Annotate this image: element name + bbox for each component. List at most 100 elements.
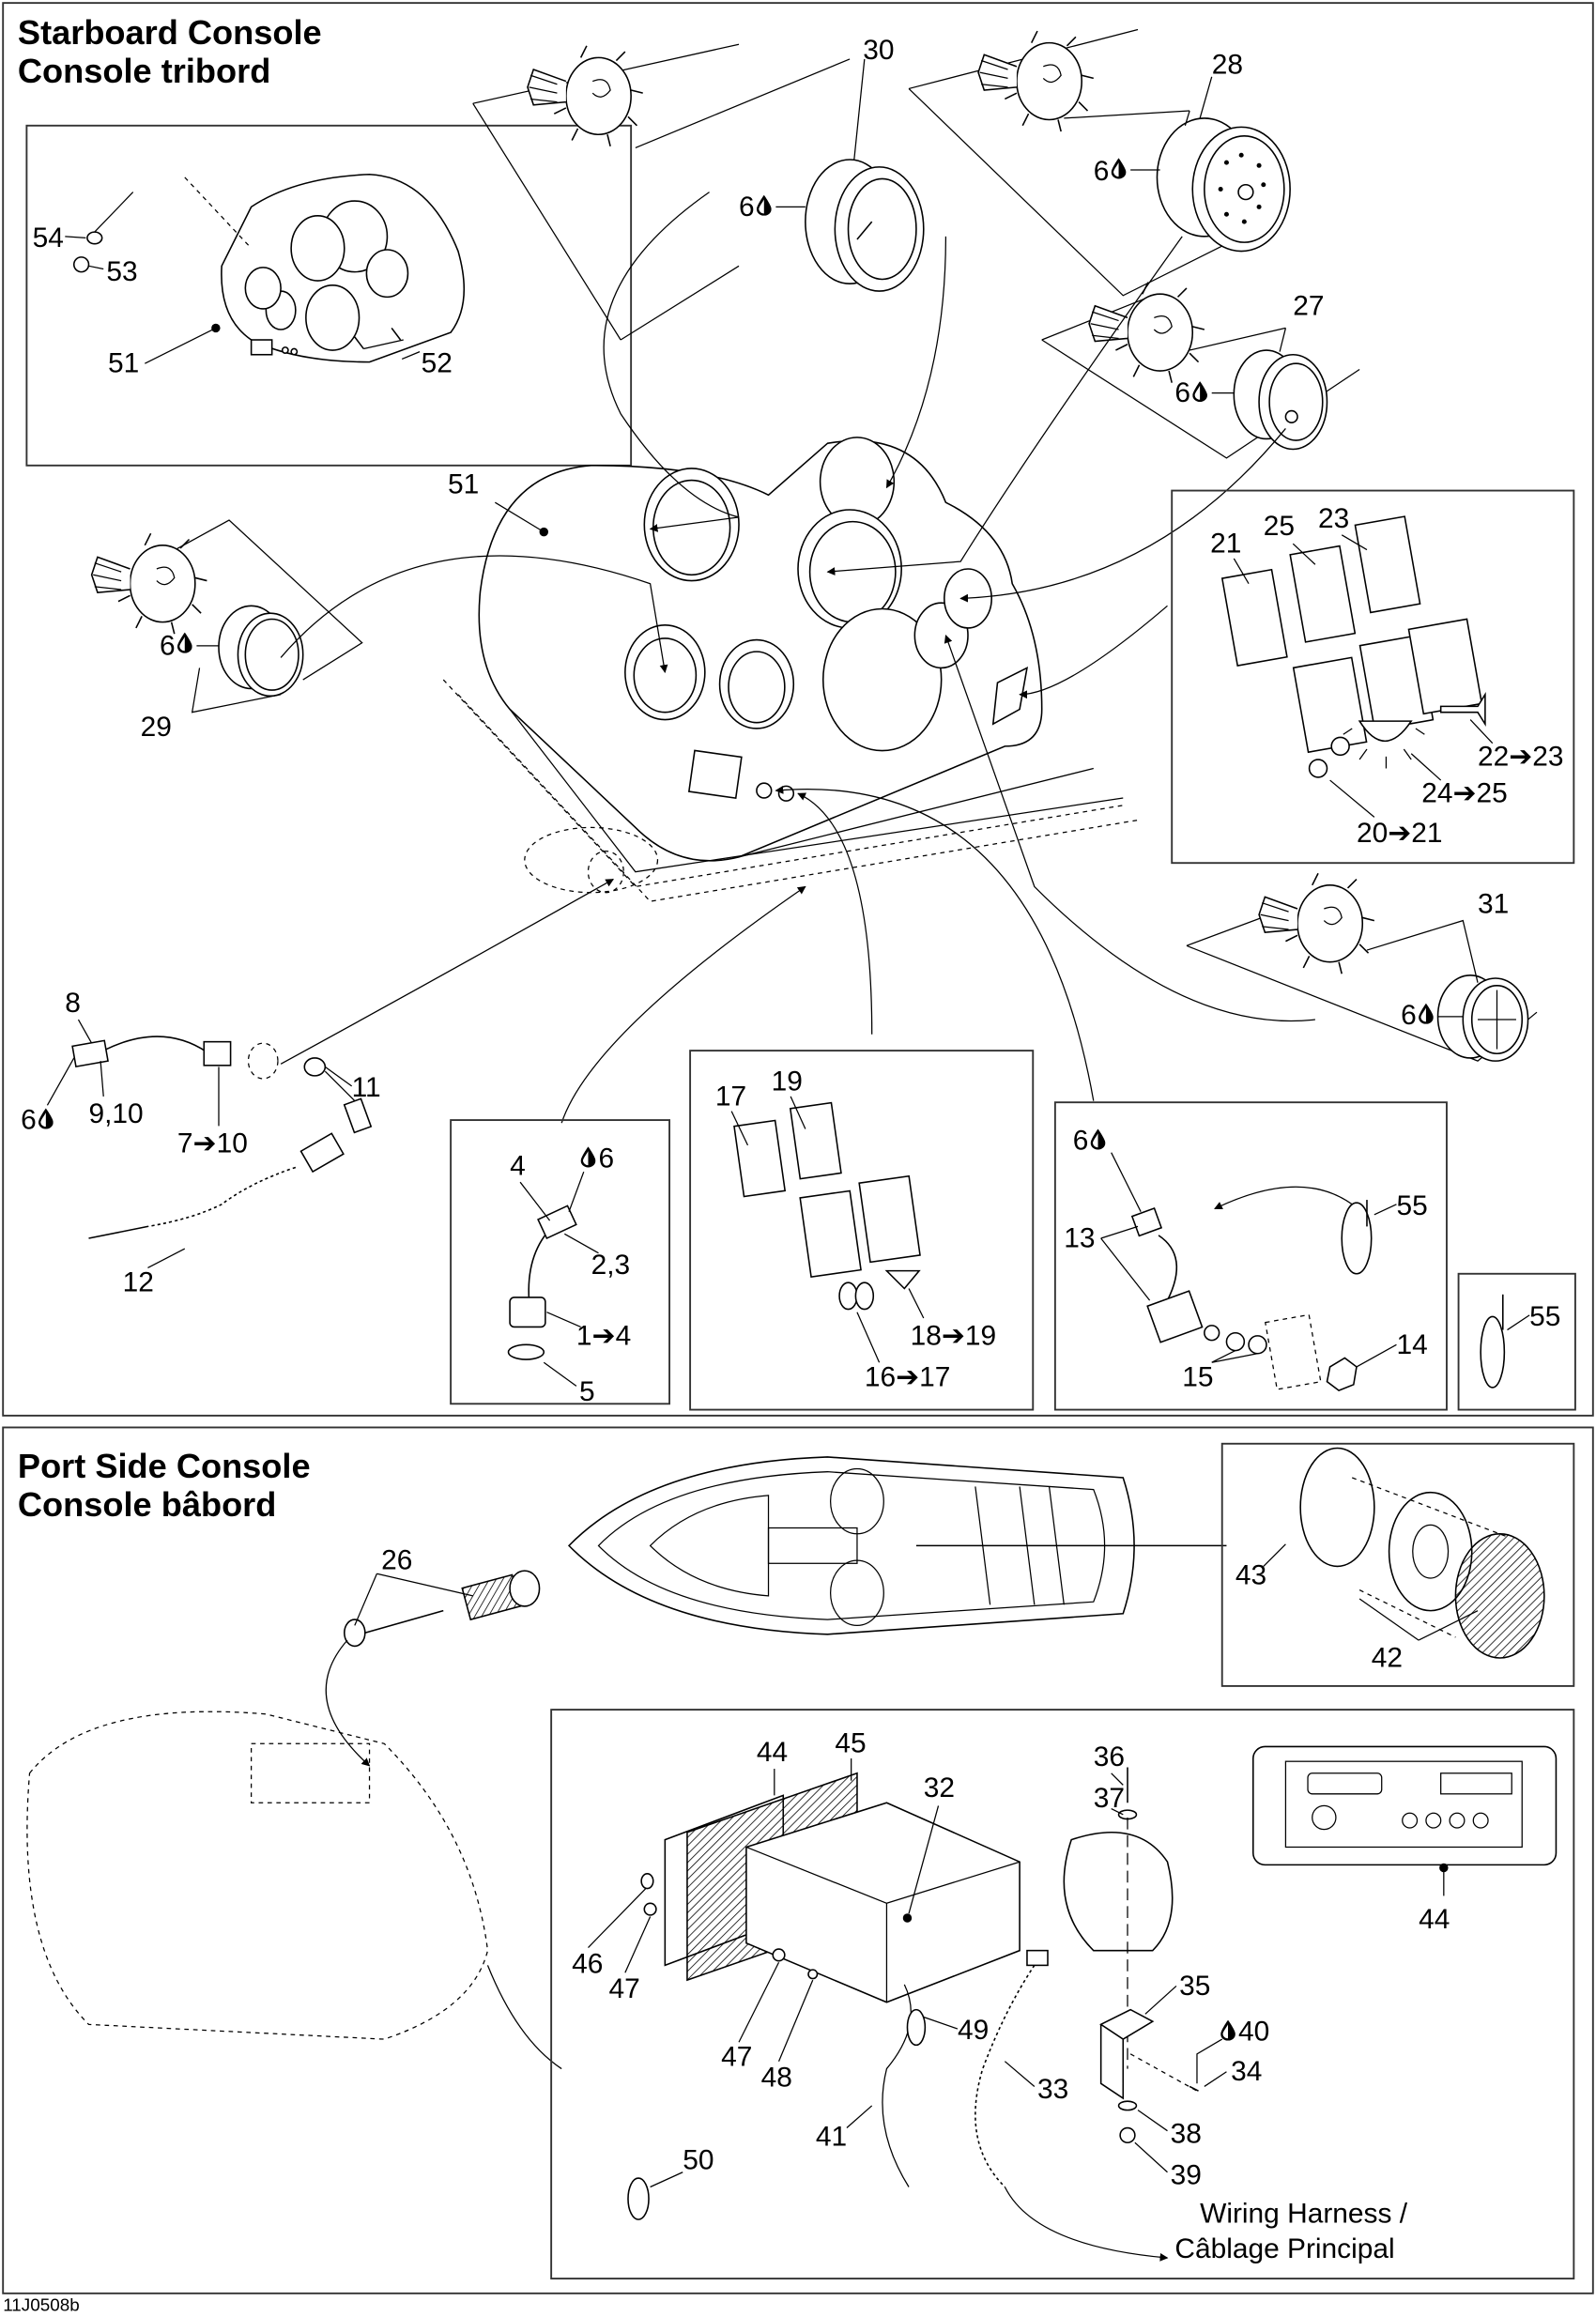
lube-drop-icon	[756, 194, 772, 216]
lube-drop-icon	[580, 1146, 596, 1168]
callout-43: 43	[1235, 1559, 1266, 1590]
fan-icon	[838, 1281, 875, 1311]
callout-51-inset: 51	[108, 348, 139, 379]
lube-6-gauge-30: 6	[739, 192, 755, 222]
callout-11: 11	[352, 1072, 381, 1103]
gauge-28-retainer	[977, 30, 1095, 132]
callout-46: 46	[572, 1948, 603, 1979]
callout-21: 21	[1210, 529, 1241, 560]
callout-47-b: 47	[721, 2041, 752, 2072]
gauge-30-retainer	[527, 45, 644, 147]
switch-group-box: 21 25 23 22➔23 24➔25 20➔21	[1171, 489, 1575, 865]
boat-top-view	[567, 1456, 1227, 1635]
starboard-title-en: Starboard Console	[18, 13, 322, 52]
starboard-title-fr: Console tribord	[18, 52, 270, 90]
wiring-harness-note-en: Wiring Harness /	[1200, 2198, 1408, 2229]
outlet-26: 26	[325, 1545, 541, 1767]
callout-34: 34	[1231, 2056, 1262, 2087]
solenoid-13	[1146, 1290, 1204, 1343]
lube-drop-icon	[1220, 2019, 1235, 2041]
callout-8: 8	[65, 988, 81, 1019]
bilge-icon	[884, 1269, 921, 1290]
leader-lines	[280, 192, 1315, 1124]
rocker-switches	[1292, 618, 1483, 754]
lube-drop-icon	[176, 632, 192, 653]
radio-box: 44 45 32 46 47 47 48 49 33 41 50 36 37 3…	[550, 1709, 1575, 2280]
port-section-frame	[2, 1426, 1594, 2294]
lube-drop-icon	[1090, 1128, 1106, 1150]
callout-33: 33	[1037, 2074, 1068, 2105]
callout-1-4: 1➔4	[576, 1320, 631, 1351]
callout-39: 39	[1171, 2159, 1202, 2190]
callout-9-10: 9,10	[88, 1098, 143, 1129]
speaker-ring-43	[1299, 1447, 1375, 1568]
solenoid-box: 6 13 55 15 14	[1053, 1101, 1448, 1411]
lube-6-sensor: 6	[599, 1143, 615, 1174]
callout-24-25: 24➔25	[1421, 778, 1508, 809]
callout-22-23: 22➔23	[1478, 741, 1564, 772]
lube-6-solenoid: 6	[1073, 1126, 1089, 1157]
bracket-35	[1099, 2008, 1155, 2100]
callout-13: 13	[1064, 1222, 1095, 1253]
port-title-en: Port Side Console	[18, 1447, 311, 1485]
lube-drop-icon	[1419, 1003, 1434, 1024]
inset-console-box: 54 53 51 52	[25, 124, 633, 467]
gauge-29-retainer	[90, 532, 208, 636]
lube-drop-icon	[1111, 158, 1127, 179]
callout-32: 32	[924, 1772, 955, 1803]
nut-53	[72, 256, 90, 273]
gauge-29-body	[218, 605, 304, 698]
callout-31: 31	[1478, 889, 1509, 920]
screws-52	[354, 327, 402, 349]
gauge-31-group: 31 6	[1186, 872, 1538, 1062]
callout-17: 17	[715, 1081, 746, 1112]
callout-29: 29	[141, 712, 172, 743]
washer-54	[86, 231, 103, 245]
callout-25: 25	[1264, 511, 1295, 542]
port-console-outline	[26, 1711, 562, 2070]
callout-20-21: 20➔21	[1357, 818, 1443, 849]
callout-50: 50	[683, 2145, 714, 2176]
callout-35: 35	[1179, 1971, 1210, 2002]
port-title-fr: Console bâbord	[18, 1485, 276, 1524]
lube-6-lanyard: 6	[21, 1105, 37, 1136]
cable-tie-icon	[1341, 1200, 1373, 1275]
callout-44-faceplate: 44	[1419, 1904, 1450, 1935]
faceplate-44	[1251, 1745, 1558, 1873]
gauge-28-body	[1156, 117, 1291, 253]
gauge-28-group: 28 6	[908, 28, 1291, 297]
callout-28: 28	[1212, 50, 1243, 81]
callout-44: 44	[757, 1737, 788, 1768]
callout-30: 30	[863, 35, 894, 66]
speaker-grille	[1454, 1533, 1545, 1659]
callout-41: 41	[816, 2121, 847, 2152]
callout-23: 23	[1318, 503, 1349, 534]
light-icon	[1343, 720, 1425, 769]
callout-47-a: 47	[609, 1973, 640, 2004]
callout-49: 49	[958, 2015, 989, 2046]
lanyard-assembly: 8 6 9,10 7➔10 11 12	[21, 988, 381, 1297]
callout-45: 45	[835, 1728, 866, 1759]
callout-15: 15	[1182, 1361, 1213, 1392]
callout-2-3: 2,3	[591, 1250, 631, 1281]
gauge-30-group: 30 6	[472, 35, 925, 341]
fan-switch-box: 17 19 18➔19 16➔17	[689, 1050, 1035, 1411]
figure-code: 11J0508b	[3, 2296, 80, 2316]
callout-48: 48	[761, 2062, 792, 2093]
callout-19: 19	[772, 1066, 803, 1097]
callout-54: 54	[33, 222, 64, 253]
starboard-section-frame	[2, 2, 1594, 1417]
cable-tie-icon	[906, 2008, 927, 2047]
callout-16-17: 16➔17	[865, 1361, 951, 1392]
inset-console-shell	[184, 173, 466, 363]
switch-bezels	[1220, 515, 1421, 667]
speaker-box: 43 42	[1220, 1442, 1575, 1687]
gauge-31-retainer	[1258, 872, 1375, 975]
callout-38: 38	[1171, 2118, 1202, 2149]
gauge-27-group: 27 6	[1041, 281, 1360, 459]
lube-drop-icon	[38, 1108, 54, 1129]
gauge-27-body	[1233, 349, 1328, 451]
callout-51-main: 51	[448, 469, 479, 500]
gauge-31-body	[1436, 974, 1529, 1062]
